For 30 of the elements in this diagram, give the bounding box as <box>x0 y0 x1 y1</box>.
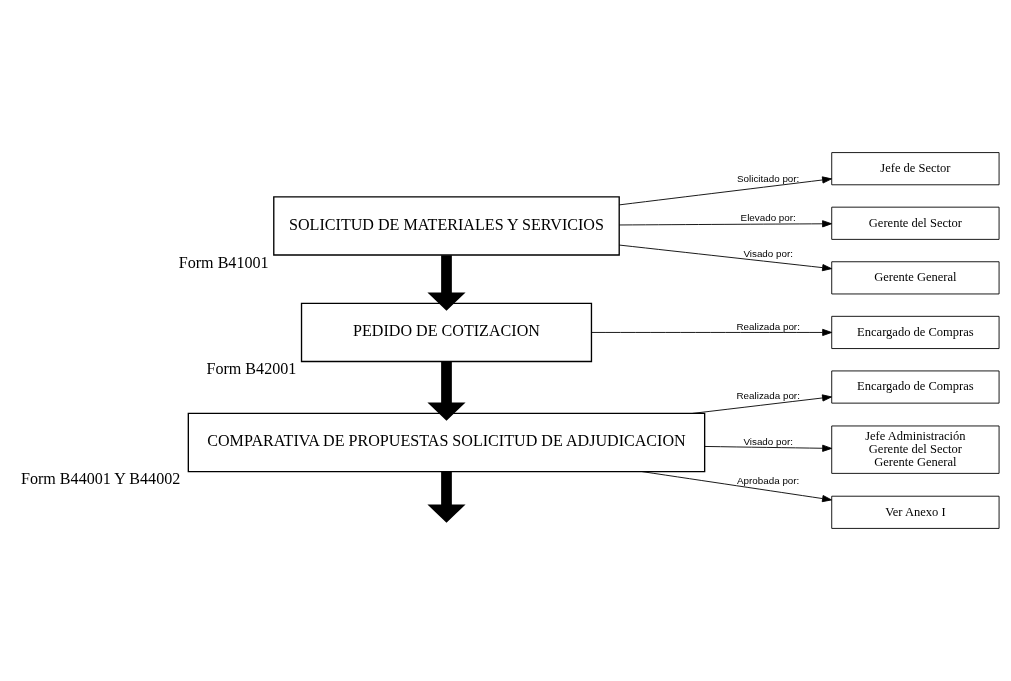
node-label: Form B42001 <box>205 360 296 378</box>
arrow <box>426 471 466 523</box>
edge-label: Aprobada por: <box>736 475 799 487</box>
node-label: Form B44001 Y B44002 <box>20 470 180 488</box>
node-box: Gerente General <box>830 261 999 295</box>
arrow <box>426 361 466 421</box>
arrow <box>691 394 832 414</box>
node-box: PEDIDO DE COTIZACION <box>300 302 592 363</box>
node-box: COMPARATIVA DE PROPUESTAS SOLICITUD DE ADJUDICACION <box>187 412 705 473</box>
edge-label: Elevado por: <box>740 212 796 224</box>
arrow <box>590 328 832 337</box>
arrow <box>618 244 832 272</box>
edge-label: Realizada por: <box>736 390 800 402</box>
node-box: SOLICITUD DE MATERIALES Y SERVICIOS <box>272 196 620 256</box>
node-box: Jefe de Sector <box>830 152 999 186</box>
arrow <box>618 220 832 228</box>
edge-label: Realizada por: <box>736 320 800 332</box>
arrow <box>641 471 832 503</box>
node-box: Ver Anexo I <box>830 495 999 529</box>
arrow <box>618 176 832 206</box>
node-box: Jefe Administración Gerente del Sector Gerente General <box>830 425 999 474</box>
arrow <box>426 255 466 311</box>
arrow <box>703 444 832 452</box>
node-box: Encargado de Compras <box>830 315 999 349</box>
edge-label: Solicitado por: <box>736 172 799 184</box>
node-box: Gerente del Sector <box>830 206 999 240</box>
edge-label: Visado por: <box>742 248 793 260</box>
node-label: Form B41001 <box>178 253 269 271</box>
node-box: Encargado de Compras <box>830 370 999 404</box>
edge-label: Visado por: <box>742 436 793 448</box>
